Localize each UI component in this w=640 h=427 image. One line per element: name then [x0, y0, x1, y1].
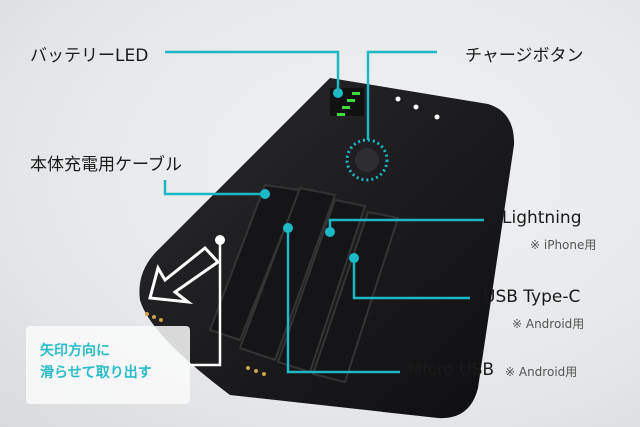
label-micro-usb: Micro USB: [408, 360, 495, 380]
slide-arrow-icon: [148, 245, 221, 305]
instruction-line-1: 矢印方向に: [40, 343, 110, 359]
instruction-line: [190, 240, 222, 367]
pogo-pins: [145, 312, 266, 376]
callout-dots: [260, 88, 359, 263]
label-charge-button: チャージボタン: [465, 46, 584, 66]
battery-led-bars: [337, 92, 360, 116]
label-lightning-note: ※ iPhone用: [530, 238, 597, 252]
label-usb-c-note: ※ Android用: [512, 317, 585, 331]
label-micro-usb-note: ※ Android用: [505, 365, 578, 379]
instruction-line-2: 滑らせて取り出す: [40, 365, 152, 381]
label-lightning: Lightning: [502, 208, 582, 228]
label-charging-cable: 本体充電用ケーブル: [30, 155, 182, 175]
label-battery-led: バッテリーLED: [30, 46, 149, 66]
instruction-dot: [215, 235, 225, 245]
label-usb-c: USB Type-C: [483, 287, 581, 307]
charge-button-highlight: [345, 138, 389, 182]
instruction-box: 矢印方向に 滑らせて取り出す: [26, 326, 190, 404]
callout-lines: [163, 50, 484, 374]
charge-button: [355, 148, 379, 172]
port-indicator-lights: [395, 96, 440, 120]
